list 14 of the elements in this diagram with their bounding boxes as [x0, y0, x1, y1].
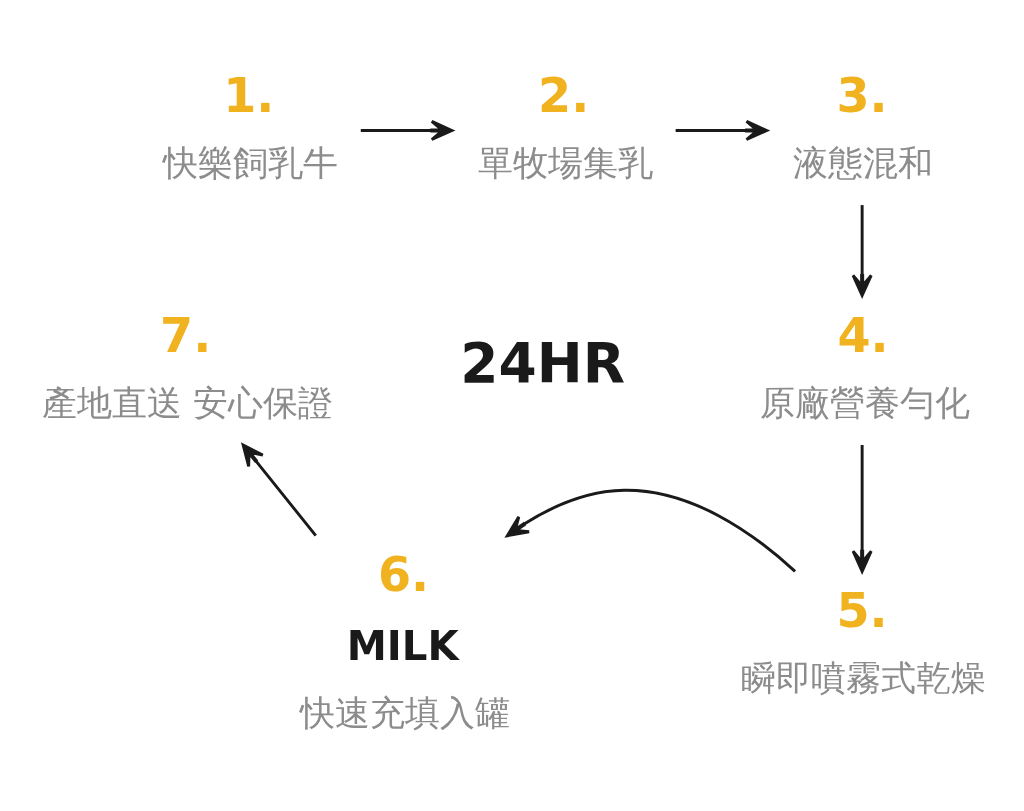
arrow: [241, 443, 317, 537]
arrow: [675, 119, 769, 141]
node-text: 7. 產地直送 安心保證: [41, 307, 334, 423]
node-text: 1. 快樂飼乳牛: [162, 67, 338, 183]
node-text: 5. 瞬即噴霧式乾燥: [741, 582, 987, 698]
label: 24HR: [460, 330, 625, 395]
arrow: [505, 488, 797, 572]
node-text: 2. 單牧場集乳: [477, 67, 653, 183]
node-text: 3. 液態混和: [792, 67, 933, 183]
arrow: [851, 204, 873, 297]
arrow: [360, 119, 454, 141]
node-text: 6. MILK 快速充填入罐: [300, 546, 511, 733]
arrow: [851, 444, 873, 573]
node-text: 4. 原廠營養勻化: [759, 307, 970, 423]
